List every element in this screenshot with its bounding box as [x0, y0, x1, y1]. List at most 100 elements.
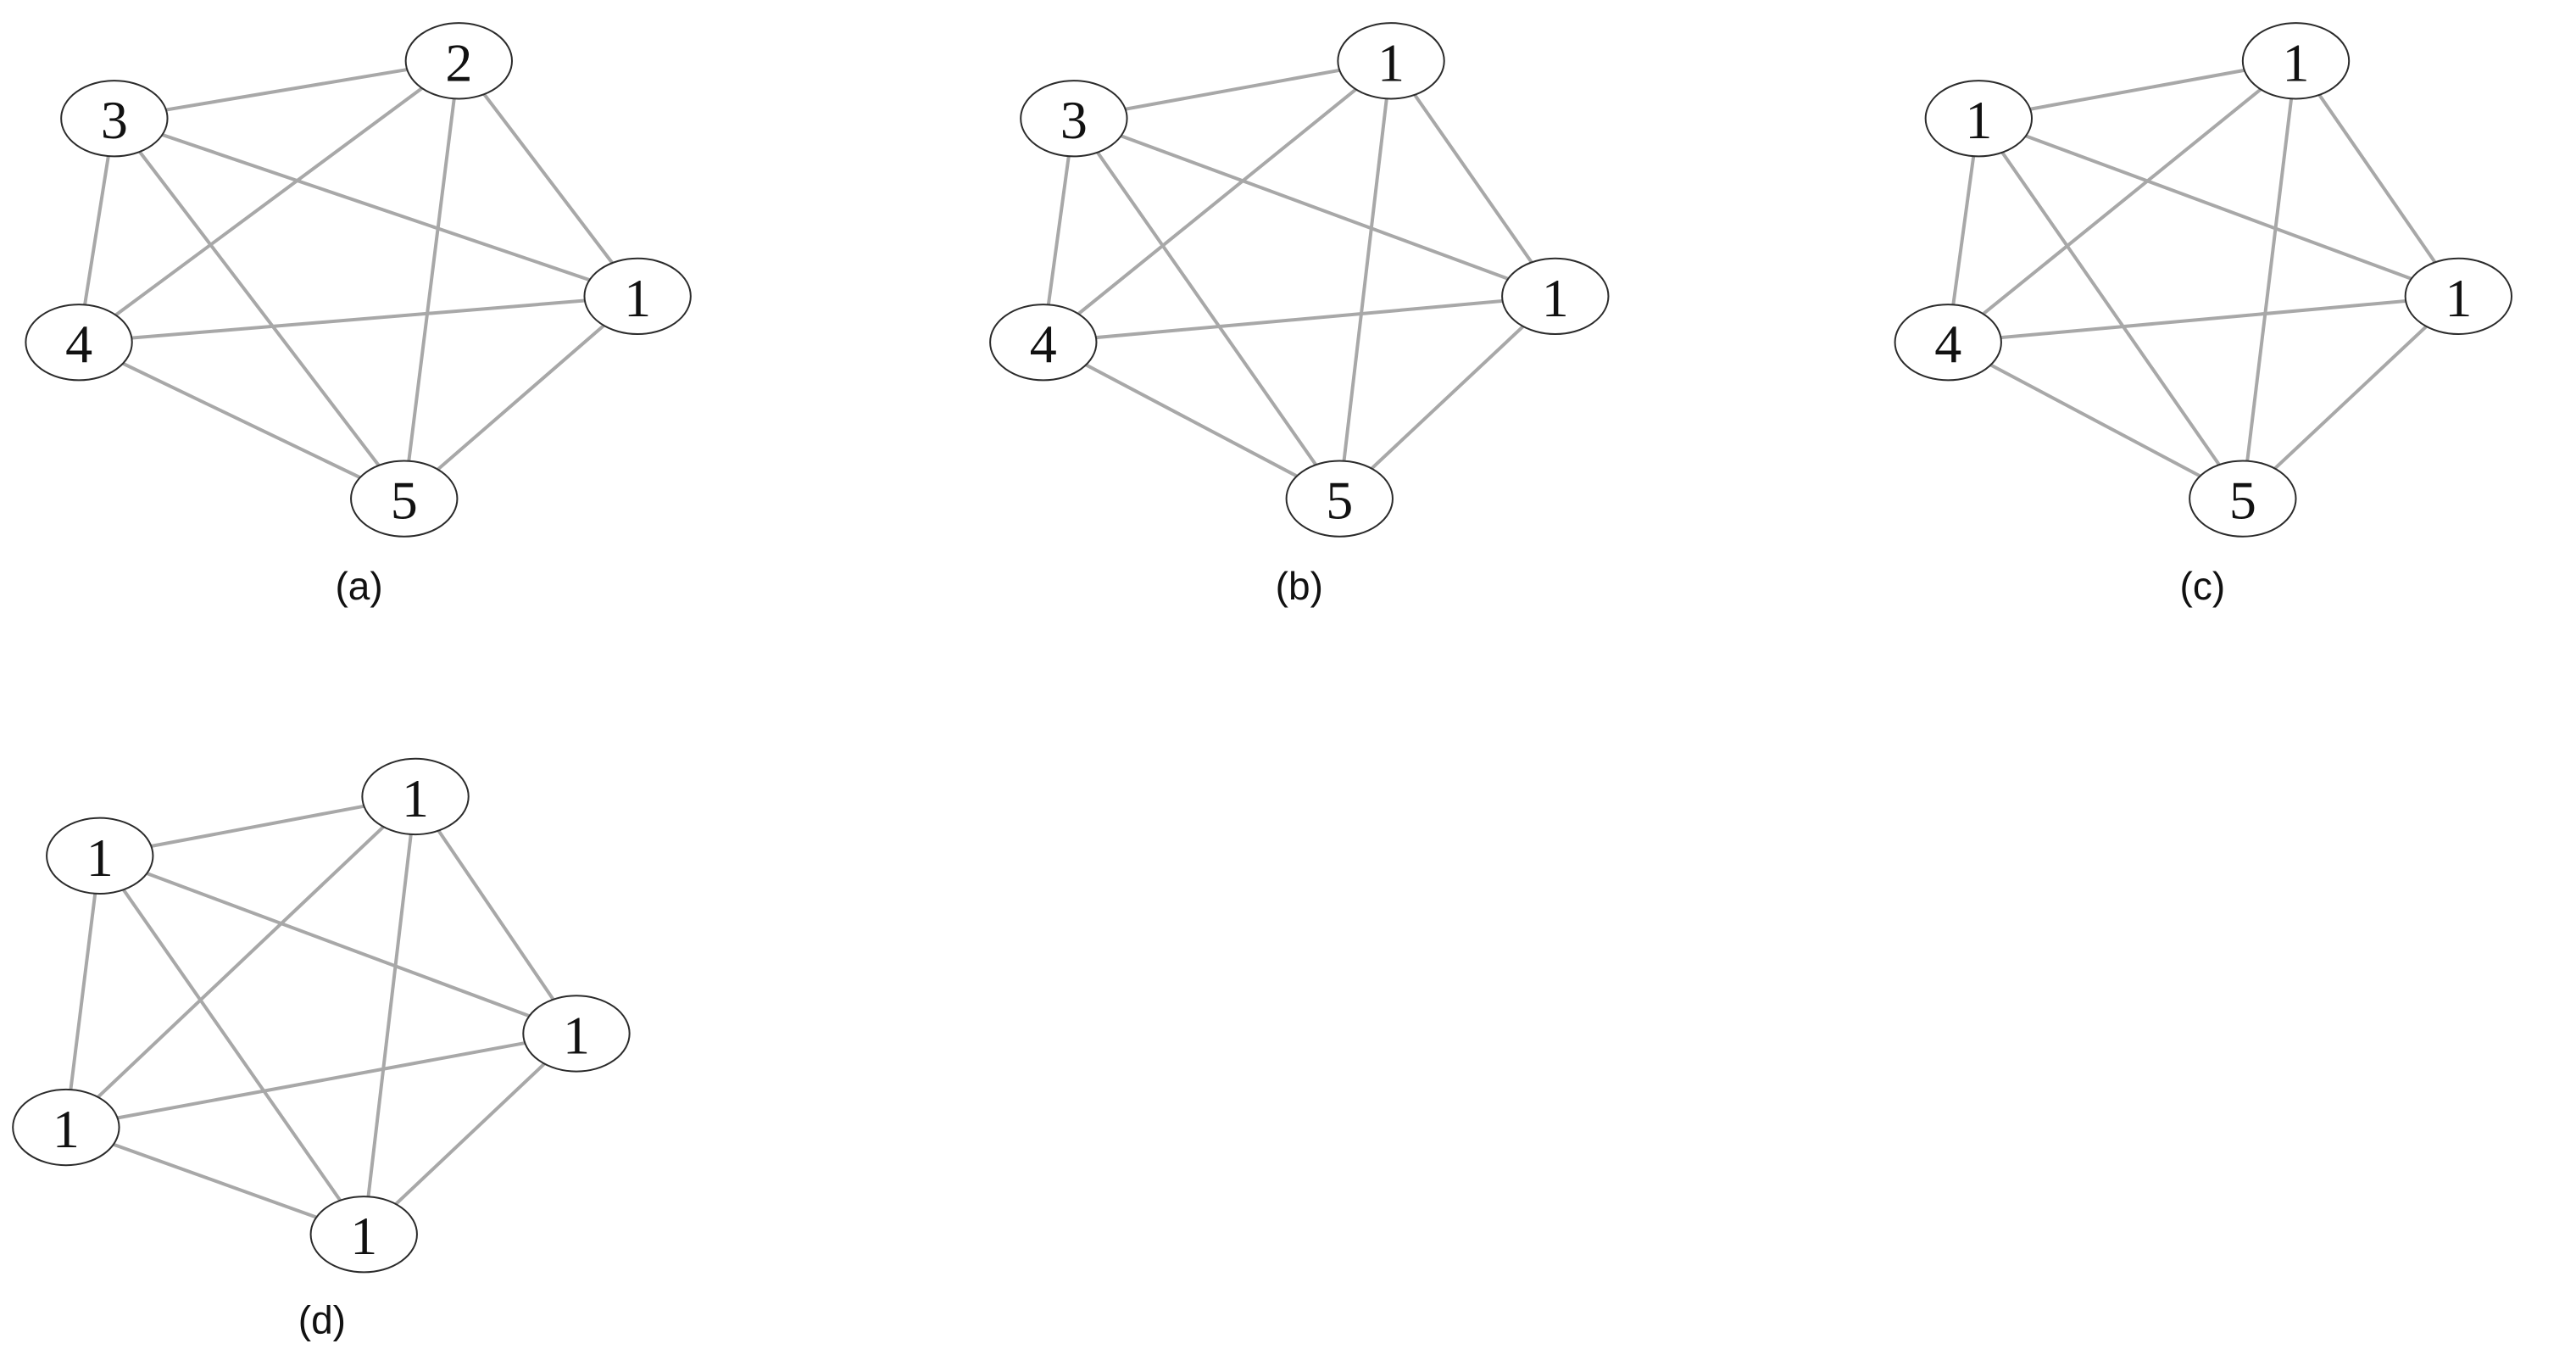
node-label-d-2: 1 [563, 1005, 590, 1065]
caption-d: (d) [298, 1298, 346, 1342]
node-d-3: 1 [12, 1088, 120, 1167]
node-label-d-4: 1 [350, 1206, 377, 1266]
node-c-2: 1 [2404, 257, 2513, 336]
node-b-0: 1 [1337, 22, 1445, 100]
node-shape-a-3 [25, 304, 133, 382]
node-shape-d-3 [12, 1088, 120, 1167]
node-label-b-2: 1 [1542, 268, 1569, 328]
node-shape-b-3 [989, 304, 1098, 382]
node-b-2: 1 [1501, 257, 1610, 336]
node-a-3: 4 [25, 304, 133, 382]
node-label-b-4: 5 [1326, 471, 1353, 531]
node-shape-a-4 [350, 460, 459, 538]
node-label-b-0: 1 [1377, 32, 1405, 92]
graph-a: 2 3 1 4 5 (a) [25, 22, 692, 608]
edge-b-1-4 [1072, 117, 1341, 500]
node-shape-c-1 [1924, 80, 2034, 158]
edge-a-2-4 [403, 294, 639, 500]
node-shape-d-2 [522, 995, 631, 1073]
node-c-0: 1 [2241, 22, 2351, 100]
node-shape-c-0 [2241, 22, 2351, 100]
node-b-3: 4 [989, 304, 1098, 382]
edge-a-0-4 [402, 60, 461, 499]
edge-c-2-3 [1948, 294, 2459, 344]
edge-d-0-2 [414, 795, 578, 1035]
edge-b-0-1 [1073, 59, 1392, 120]
edge-d-2-4 [362, 1032, 578, 1236]
edge-d-1-4 [98, 855, 365, 1235]
node-label-d-1: 1 [86, 828, 114, 888]
edge-b-0-4 [1338, 60, 1394, 499]
node-shape-b-4 [1285, 460, 1394, 538]
edge-a-0-1 [114, 59, 459, 120]
node-d-4: 1 [309, 1196, 418, 1274]
node-shape-c-2 [2404, 257, 2513, 336]
node-shape-d-0 [361, 757, 470, 836]
caption-c: (c) [2180, 564, 2226, 608]
node-label-c-4: 5 [2229, 471, 2256, 531]
node-shape-d-4 [309, 1196, 418, 1274]
edge-c-1-4 [1977, 117, 2245, 500]
caption-b: (b) [1276, 564, 1323, 608]
node-shape-a-0 [404, 22, 514, 100]
node-a-2: 1 [583, 257, 692, 336]
node-label-a-2: 1 [624, 268, 651, 328]
edge-c-3-4 [1947, 340, 2244, 500]
node-label-c-3: 4 [1934, 314, 1961, 374]
graph-c: 1 1 1 4 5(c) [1894, 22, 2513, 608]
node-label-c-2: 1 [2445, 268, 2472, 328]
edge-a-0-3 [77, 59, 460, 344]
edge-c-0-1 [1978, 59, 2296, 120]
edge-a-2-3 [78, 294, 638, 344]
node-label-b-3: 4 [1030, 314, 1057, 374]
node-label-c-0: 1 [2283, 32, 2310, 92]
node-label-a-0: 2 [445, 32, 472, 92]
edge-d-0-3 [64, 795, 417, 1129]
edge-c-1-2 [1978, 116, 2460, 298]
node-d-1: 1 [46, 817, 154, 895]
edge-b-0-3 [1042, 59, 1393, 344]
node-c-4: 5 [2189, 460, 2297, 538]
node-c-1: 1 [1924, 80, 2034, 158]
edge-a-0-2 [457, 59, 639, 298]
node-shape-b-2 [1501, 257, 1610, 336]
node-label-a-1: 3 [101, 90, 128, 150]
node-b-1: 3 [1020, 80, 1128, 158]
caption-a: (a) [335, 564, 382, 608]
node-label-d-0: 1 [402, 768, 429, 828]
node-shape-d-1 [46, 817, 154, 895]
edge-c-0-3 [1946, 59, 2297, 344]
edge-b-1-2 [1073, 116, 1556, 298]
node-shape-a-2 [583, 257, 692, 336]
edge-d-0-1 [99, 795, 416, 858]
edge-b-2-4 [1338, 294, 1557, 500]
node-d-2: 1 [522, 995, 631, 1073]
node-shape-c-3 [1894, 304, 2002, 382]
node-c-3: 4 [1894, 304, 2002, 382]
edge-d-1-3 [64, 856, 102, 1128]
node-a-0: 2 [404, 22, 514, 100]
edge-c-0-2 [2294, 59, 2460, 298]
node-shape-c-4 [2189, 460, 2297, 538]
node-a-4: 5 [350, 460, 459, 538]
edge-a-1-2 [114, 116, 638, 298]
node-shape-b-0 [1337, 22, 1445, 100]
edge-c-0-4 [2240, 60, 2298, 499]
node-label-d-3: 1 [53, 1099, 80, 1159]
node-shape-a-1 [60, 80, 169, 158]
edge-a-1-4 [113, 117, 406, 500]
node-shape-b-1 [1020, 80, 1128, 158]
node-b-4: 5 [1285, 460, 1394, 538]
edge-d-2-3 [65, 1031, 577, 1129]
edge-d-0-4 [362, 796, 418, 1235]
edge-b-0-2 [1389, 59, 1557, 298]
node-d-0: 1 [361, 757, 470, 836]
node-label-a-3: 4 [65, 314, 92, 374]
edge-d-3-4 [65, 1125, 364, 1236]
node-label-c-1: 1 [1965, 90, 1992, 150]
edge-b-3-4 [1042, 340, 1341, 500]
edge-a-3-4 [78, 340, 405, 500]
edge-b-2-3 [1043, 294, 1555, 344]
